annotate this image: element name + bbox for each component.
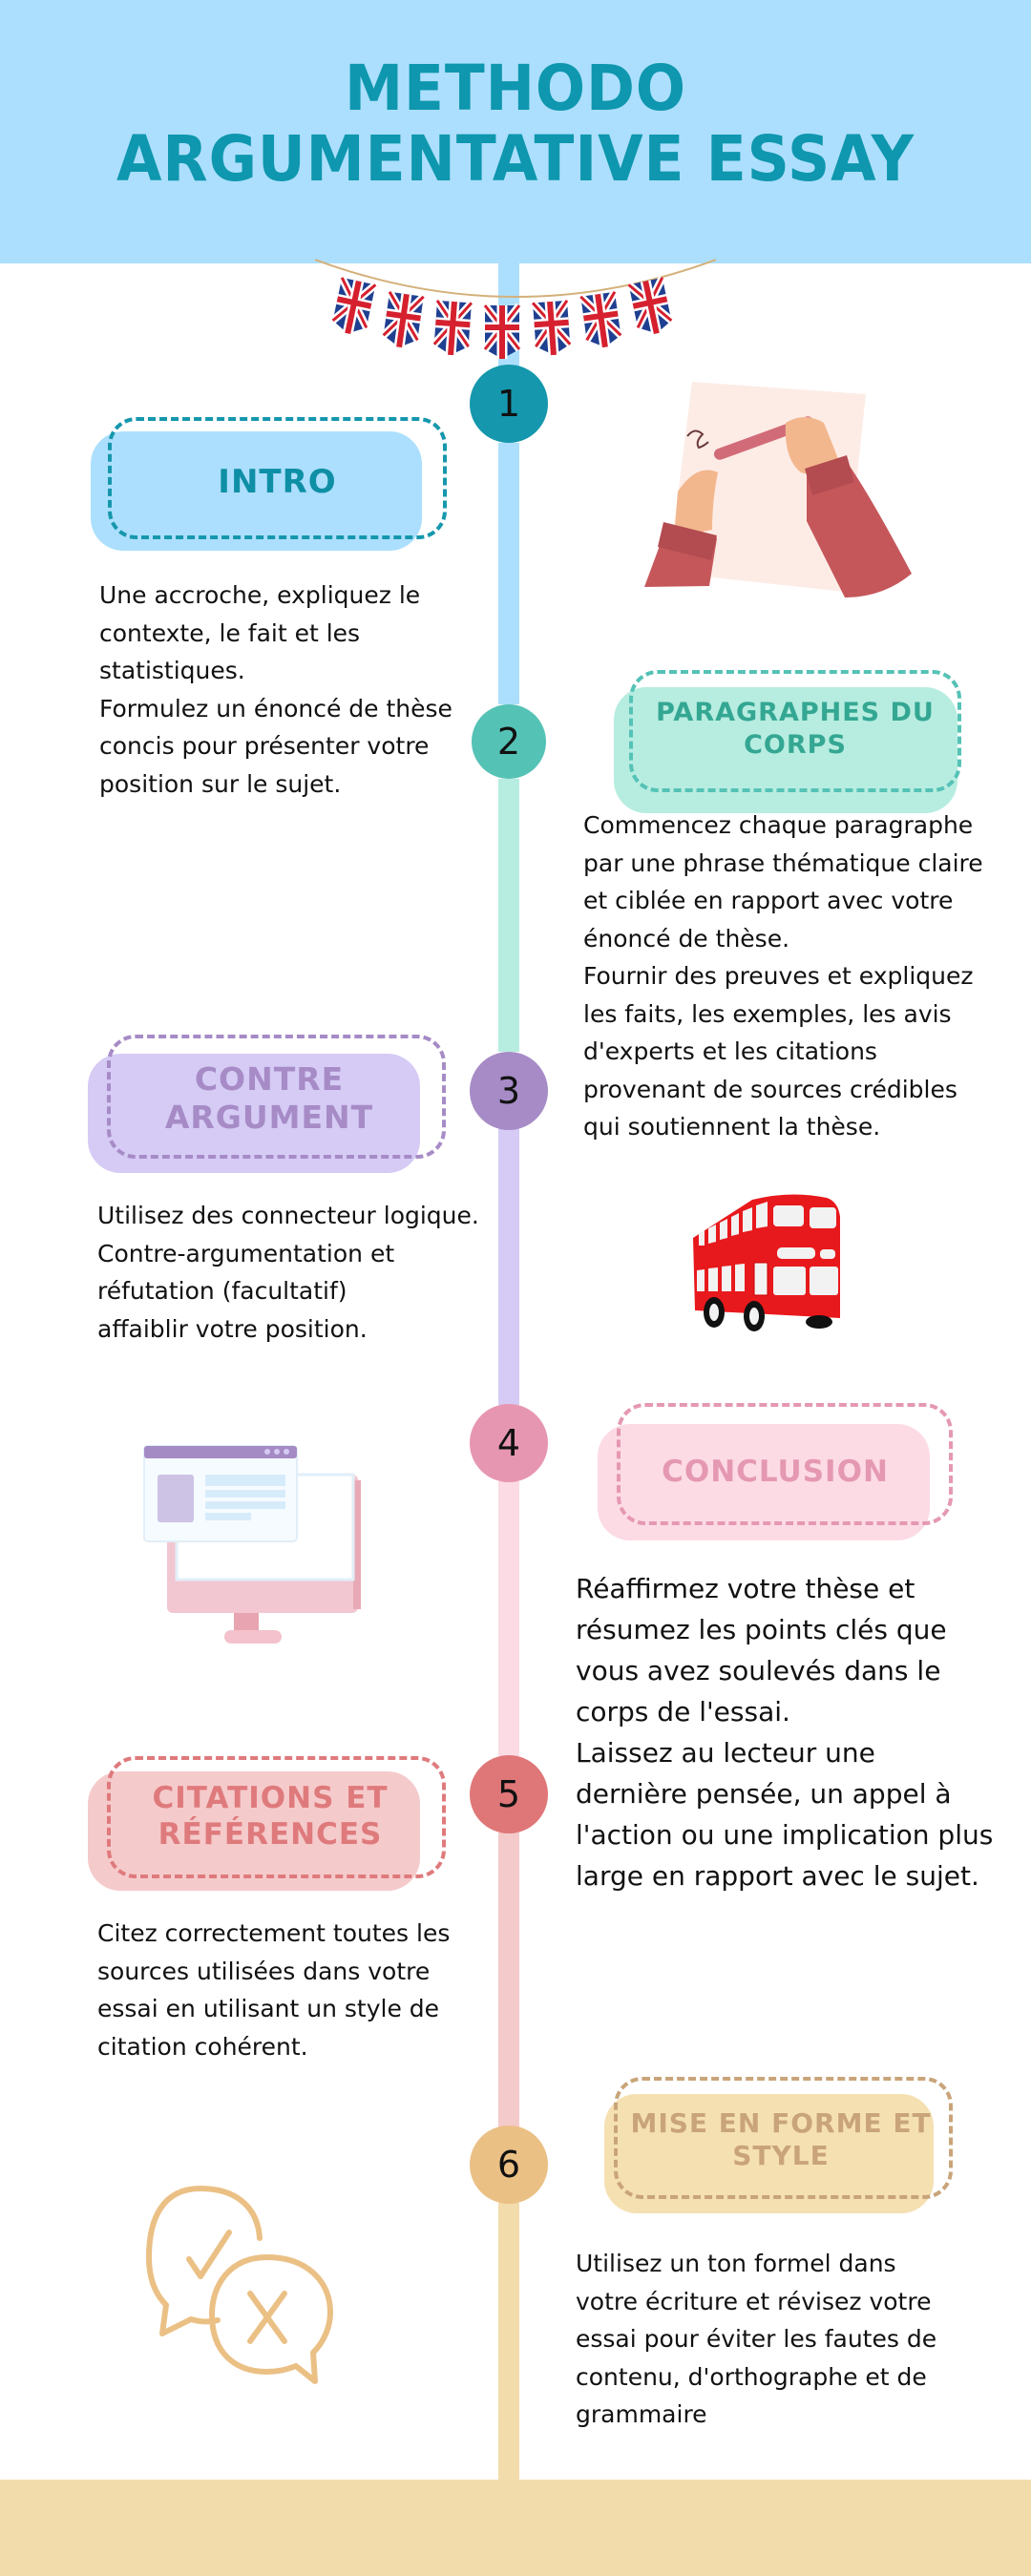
step-3-label-counter-argument: CONTRE ARGUMENT (88, 1035, 446, 1173)
step-4-number-badge: 4 (470, 1404, 548, 1482)
label-fill (88, 1771, 420, 1891)
step-1-label-intro: INTRO (91, 417, 449, 553)
title-line-1: PARAGRAPHES DU (656, 698, 935, 727)
step-4-description: Réaffirmez votre thèse et résumez les po… (576, 1573, 994, 1892)
step-title: CONCLUSION (662, 1455, 889, 1489)
step-2-label-body-paragraphs: PARAGRAPHES DU CORPS (614, 670, 962, 815)
title-line-2: STYLE (732, 2139, 830, 2171)
step-title: INTRO (218, 462, 337, 501)
timeline-segment-6 (498, 2203, 519, 2480)
label-dashed-border (629, 670, 961, 792)
timeline-segment-4 (498, 1481, 519, 1756)
label-dashed-border (108, 417, 447, 539)
label-dashed-border (614, 2077, 953, 2199)
footer-band (0, 2480, 1031, 2576)
step-number: 6 (496, 2144, 521, 2186)
title-line-2: RÉFÉRENCES (158, 1817, 383, 1852)
step-number: 4 (496, 1422, 521, 1464)
step-3-description: Utilisez des connecteur logique. Contre-… (97, 1202, 479, 1343)
label-dashed-border (107, 1756, 446, 1878)
label-fill (91, 431, 422, 551)
step-5-number-badge: 5 (470, 1755, 548, 1833)
step-5-description: Citez correctement toutes les sources ut… (97, 1919, 451, 2061)
label-fill (604, 2094, 934, 2213)
union-jack-bunting-icon (315, 259, 716, 363)
step-number: 1 (496, 383, 521, 425)
title-line-2: ARGUMENT (164, 1098, 374, 1136)
timeline-segment-5 (498, 1833, 519, 2128)
timeline-segment-1b (498, 443, 519, 704)
speech-bubbles-check-cross-icon (146, 2186, 333, 2384)
label-dashed-border (107, 1035, 446, 1159)
step-1-description: Une accroche, expliquez le contexte, le … (99, 581, 452, 798)
step-number: 2 (496, 721, 521, 763)
label-fill (598, 1424, 930, 1540)
step-6-description: Utilisez un ton formel dans votre écritu… (576, 2250, 937, 2428)
computer-monitor-icon (143, 1445, 361, 1644)
step-title: MISE EN FORME ET STYLE (604, 2084, 957, 2194)
step-6-label-formatting-style: MISE EN FORME ET STYLE (604, 2077, 957, 2215)
step-number: 3 (496, 1070, 521, 1112)
title-line-1: METHODO (344, 52, 687, 125)
step-title: CONTRE ARGUMENT (97, 1038, 441, 1158)
step-number: 5 (496, 1773, 521, 1815)
step-title: CITATIONS ET RÉFÉRENCES (94, 1760, 447, 1873)
step-title: PARAGRAPHES DU CORPS (623, 676, 967, 783)
step-3-number-badge: 3 (470, 1052, 548, 1130)
step-4-label-conclusion: CONCLUSION (598, 1403, 956, 1541)
page-title: METHODO ARGUMENTATIVE ESSAY (36, 53, 995, 195)
step-5-label-citations: CITATIONS ET RÉFÉRENCES (88, 1756, 446, 1895)
step-2-number-badge: 2 (472, 704, 546, 779)
step-6-number-badge: 6 (470, 2126, 548, 2204)
title-line-1: CITATIONS ET (152, 1781, 389, 1815)
step-2-description: Commencez chaque paragraphe par une phra… (583, 811, 983, 1141)
step-1-number-badge: 1 (470, 365, 548, 443)
title-line-1: CONTRE (194, 1059, 345, 1098)
title-line-2: ARGUMENTATIVE ESSAY (116, 122, 915, 196)
header-banner: METHODO ARGUMENTATIVE ESSAY (0, 0, 1031, 263)
timeline-segment-2 (498, 779, 519, 1052)
london-bus-icon (693, 1194, 840, 1331)
title-line-2: CORPS (744, 730, 847, 760)
label-fill (88, 1054, 420, 1173)
timeline-segment-3 (498, 1128, 519, 1405)
label-fill (614, 687, 957, 813)
label-dashed-border (617, 1403, 953, 1525)
hands-writing-icon (644, 382, 912, 597)
title-line-1: MISE EN FORME ET (630, 2106, 932, 2139)
